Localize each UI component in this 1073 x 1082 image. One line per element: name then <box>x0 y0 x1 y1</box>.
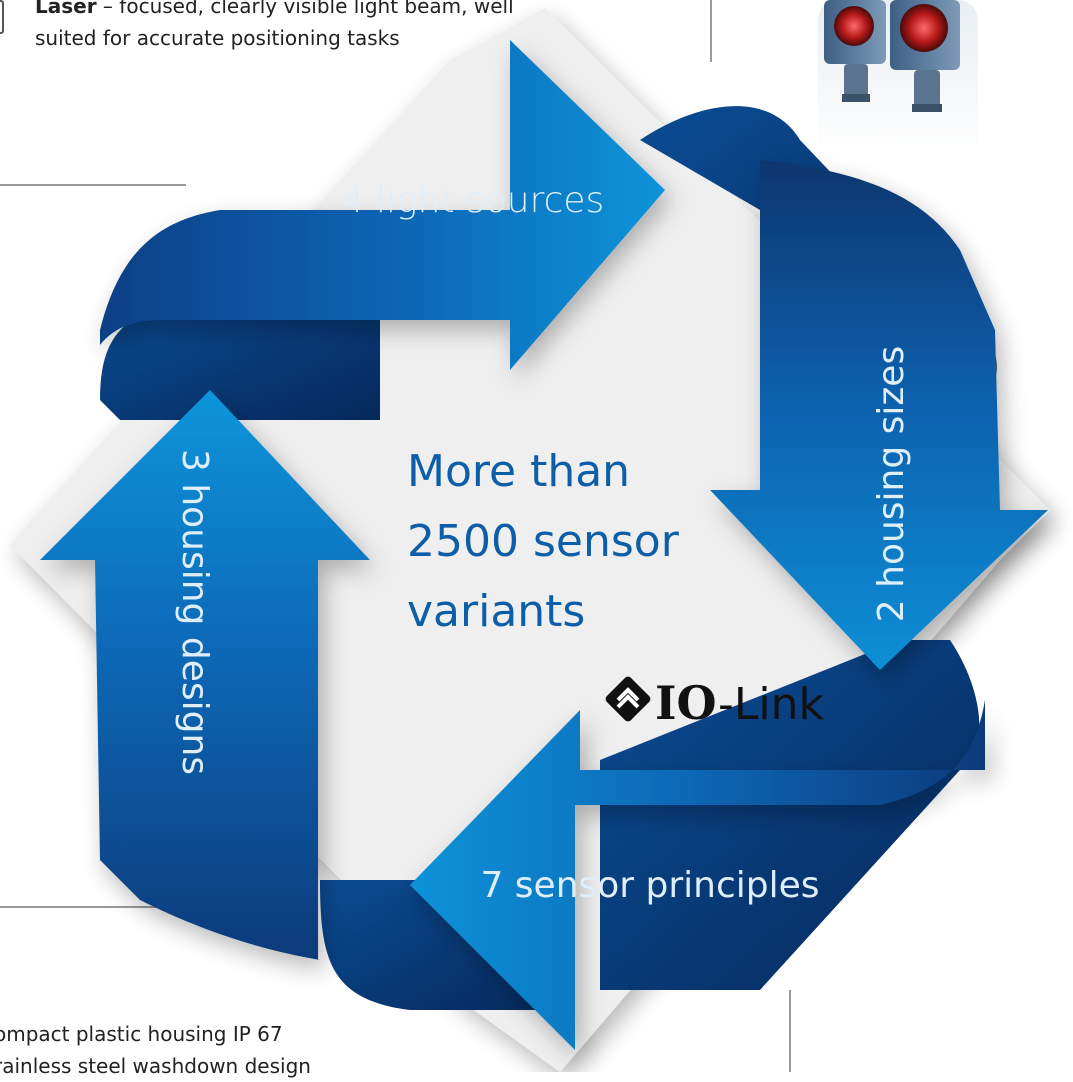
intro-line2: suited for accurate positioning tasks <box>35 26 400 50</box>
divider-bottom-left <box>0 906 213 908</box>
arrow-light-sources <box>100 40 665 370</box>
intro-text: Laser – focused, clearly visible light b… <box>35 0 515 54</box>
io-link-regular: -Link <box>718 679 825 730</box>
label-light-sources: 4 light sources <box>342 180 605 221</box>
ribbon-fold-top-left <box>100 300 380 420</box>
center-line-3: variants <box>407 586 585 637</box>
intro-lead: Laser <box>35 0 97 18</box>
label-housing-sizes: 2 housing sizes <box>871 346 912 622</box>
intro-line1: – focused, clearly visible light beam, w… <box>96 0 514 18</box>
checkbox-edge <box>0 0 4 34</box>
label-sensor-principles: 7 sensor principles <box>480 865 819 906</box>
footer-line2: rainless steel washdown design <box>0 1054 311 1078</box>
footer-text: ompact plastic housing IP 67 rainless st… <box>0 1018 354 1082</box>
arrow-housing-sizes <box>710 160 1048 670</box>
arrow-housing-designs <box>40 390 370 960</box>
divider-top-left <box>0 184 186 186</box>
footer-line1: ompact plastic housing IP 67 <box>0 1022 283 1046</box>
divider-top-vertical <box>710 0 712 62</box>
io-link-bold: IO <box>655 676 717 730</box>
sensor-product-photo <box>818 0 978 160</box>
divider-bottom-vertical <box>789 990 791 1072</box>
center-line-1: More than <box>407 446 630 497</box>
center-line-2: 2500 sensor <box>407 516 680 567</box>
ribbon-fold-bottom-right <box>600 640 980 990</box>
io-link-logo: IO -Link <box>605 676 825 730</box>
io-link-icon <box>605 676 651 722</box>
arrow-sensor-principles <box>410 700 985 1050</box>
ribbon-fold-bottom-left <box>320 880 560 1010</box>
label-housing-designs: 3 housing designs <box>174 449 215 775</box>
